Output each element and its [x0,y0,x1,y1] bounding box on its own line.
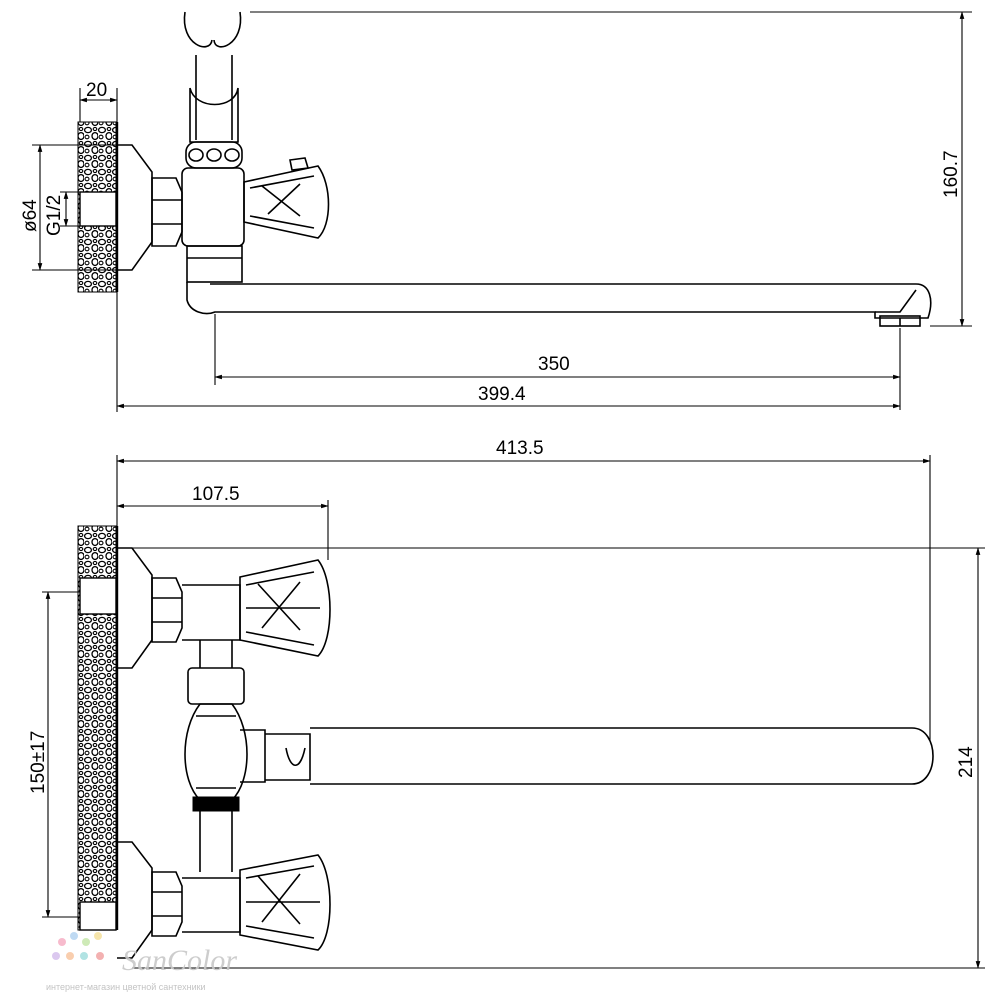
dim-total-reach: 399.4 [478,384,526,405]
watermark: SanColor интернет-магазин цветной сантех… [46,932,237,992]
nut-top [151,177,183,247]
dim-spout-reach: 350 [538,354,570,375]
nut-lower [151,871,183,937]
dim-height: 160.7 [941,150,962,198]
front-view: 413.5 107.5 150±17 214 [28,438,985,969]
spout-front [240,729,266,783]
dim-wall-thickness: 20 [86,80,107,101]
dim-thread: G1/2 [44,195,65,236]
handle-upper [239,559,331,657]
handle-lower [239,854,331,951]
handle-top [243,165,330,239]
logo-dots-icon [58,938,66,946]
nut-upper [151,577,183,643]
dim-diameter: ø64 [20,199,41,232]
dim-total-height: 214 [956,746,977,778]
dim-inlet-spacing: 150±17 [28,731,49,794]
top-view: 20 ø64 G1/2 160.7 350 399.4 [20,11,972,412]
dim-total-length: 413.5 [496,438,544,459]
dim-handle-offset: 107.5 [192,484,240,505]
watermark-brand: SanColor [122,944,237,977]
spout-top [186,282,932,319]
watermark-tagline: интернет-магазин цветной сантехники [46,982,206,992]
